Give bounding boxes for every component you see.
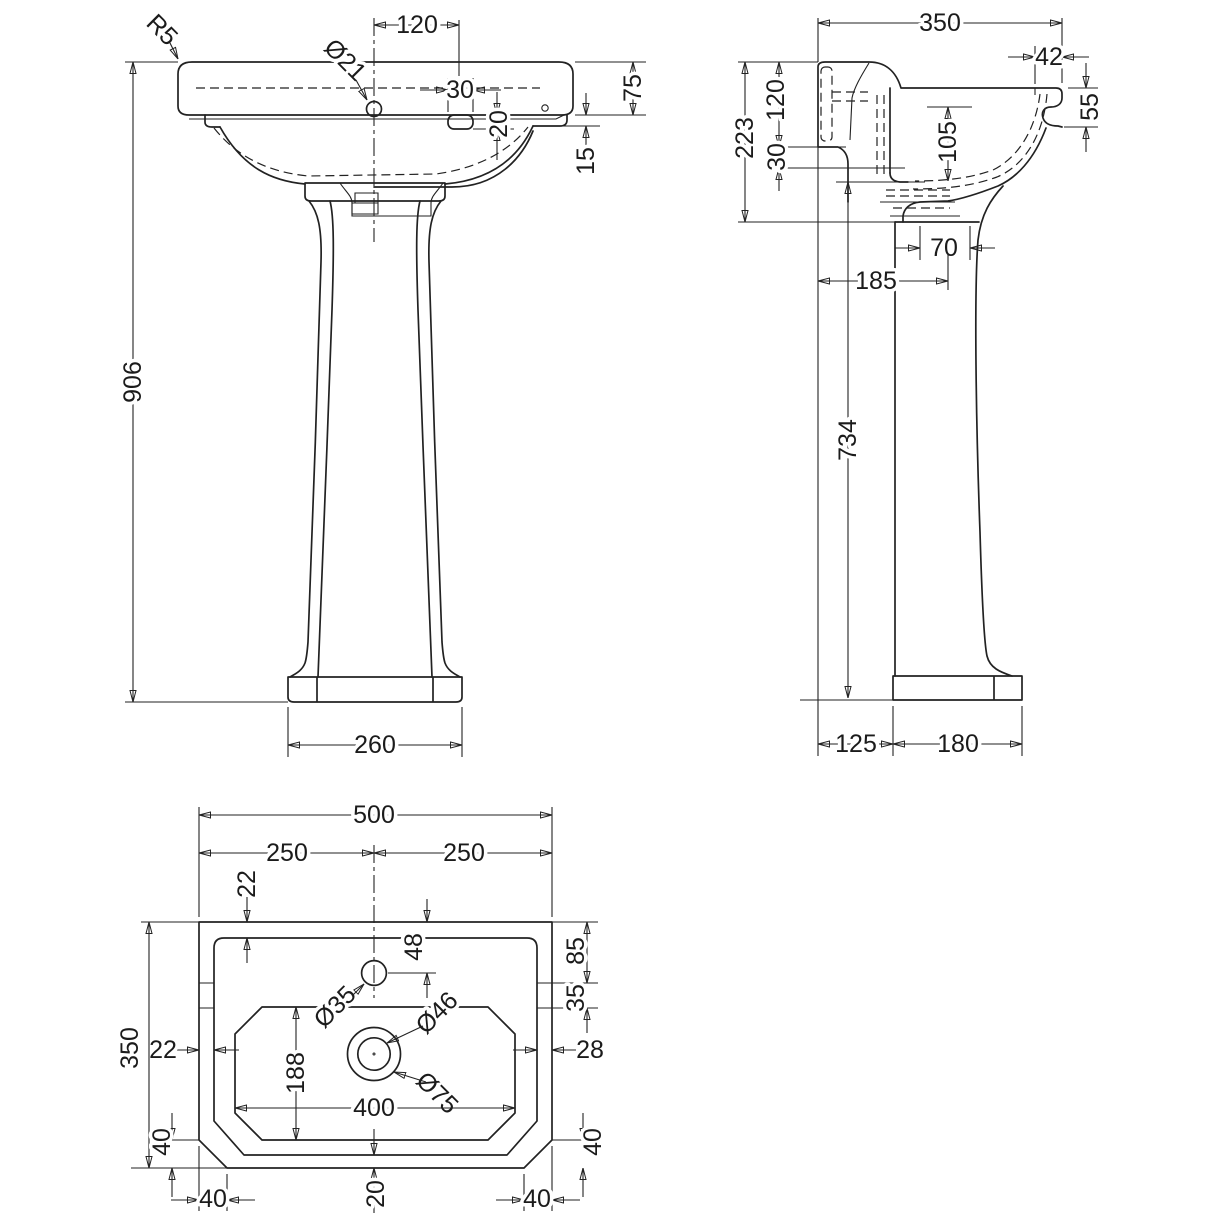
waste-boss-hidden xyxy=(886,189,950,209)
dim-overall-depth: 350 xyxy=(919,9,961,37)
dim-back-step: 30 xyxy=(763,143,791,171)
front-hidden-bowl xyxy=(213,126,529,177)
side-back-wall-foot xyxy=(889,172,909,183)
dim-outlet-width: 70 xyxy=(930,234,958,262)
pedestal-base-front xyxy=(287,676,463,703)
leader-waste-outer xyxy=(394,1072,427,1083)
plan-view: 500 250 250 22 48 85 35 Ø35 Ø46 Ø75 22 2… xyxy=(113,798,611,1217)
side-bowl-underside xyxy=(902,127,1047,223)
label-waste-outer-dia: Ø75 xyxy=(410,1066,463,1119)
plan-inner-rim xyxy=(213,937,538,1156)
leader-waste-inner xyxy=(387,1025,424,1043)
front-bowl-right xyxy=(444,125,534,185)
label-corner-radius: R5 xyxy=(141,9,183,51)
dim-center-left: 250 xyxy=(266,839,308,867)
dim-overflow-depth: 20 xyxy=(485,110,513,138)
leader-tap-dia xyxy=(351,984,364,997)
dim-overall-width: 500 xyxy=(353,801,395,829)
waste-inner-circle xyxy=(356,1036,392,1072)
dim-back-recess: 120 xyxy=(762,79,790,121)
plan-side-notches xyxy=(199,982,552,1009)
front-view: 906 260 120 30 20 15 75 R5 Ø21 xyxy=(116,5,651,762)
dim-left-gap: 22 xyxy=(149,1036,177,1064)
pedestal-funnel xyxy=(339,182,444,217)
dim-chamfer-left-v: 40 xyxy=(148,1128,176,1156)
bracket-hidden-slot xyxy=(820,66,833,142)
dim-drain-offset: 20 xyxy=(362,1180,390,1208)
dim-overflow-offset: 120 xyxy=(396,11,438,39)
plan-bowl-outline xyxy=(234,1006,516,1141)
chain-hole xyxy=(541,104,549,112)
front-right-lip xyxy=(532,114,568,127)
dim-mid-zone: 35 xyxy=(562,984,590,1012)
dim-front-overall-height: 906 xyxy=(119,361,147,403)
front-bowl-left xyxy=(219,126,306,185)
dim-rim-height: 75 xyxy=(619,74,647,102)
pedestal-base-side xyxy=(892,675,1023,701)
hidden-bowl-inner xyxy=(914,93,1041,182)
dim-chamfer-left-h: 40 xyxy=(199,1185,227,1213)
dim-front-ledge: 42 xyxy=(1035,43,1063,71)
leg-left-inner xyxy=(317,200,335,678)
dim-chamfer-right-h: 40 xyxy=(523,1185,551,1213)
leg-right-outer xyxy=(428,200,461,678)
leg-left-outer xyxy=(289,200,322,678)
dim-pedestal-height: 734 xyxy=(834,419,862,461)
side-bracket-shoulder xyxy=(849,62,870,141)
side-basin-outline xyxy=(817,61,1063,148)
dim-center-right: 250 xyxy=(443,839,485,867)
trap-detail xyxy=(351,192,379,215)
dim-base-width: 260 xyxy=(354,731,396,759)
dim-chamfer-right-v: 40 xyxy=(579,1128,607,1156)
dim-bowl-depth-plan: 188 xyxy=(282,1052,310,1094)
leader-r5 xyxy=(170,42,178,59)
label-waste-inner-dia: Ø46 xyxy=(410,986,463,1039)
label-tap-hole-dia: Ø21 xyxy=(318,33,371,86)
pedestal-front xyxy=(974,185,1013,677)
dim-pedestal-base-depth: 180 xyxy=(937,730,979,758)
waste-center-mark xyxy=(372,1052,376,1056)
dim-rim-inset: 22 xyxy=(233,870,261,898)
hidden-bowl-inner2 xyxy=(912,93,1048,190)
dim-back-zone: 85 xyxy=(562,937,590,965)
front-rim-inner-line xyxy=(189,114,565,120)
front-left-lip xyxy=(204,114,221,128)
dim-basin-depth-total: 223 xyxy=(731,117,759,159)
dim-apron-height: 55 xyxy=(1076,93,1104,121)
front-rim-outline xyxy=(177,61,574,116)
dim-plan-depth: 350 xyxy=(116,1027,144,1069)
dim-wall-to-pedestal: 125 xyxy=(835,730,877,758)
label-tap-dia: Ø35 xyxy=(308,980,361,1033)
dim-bowl-width-plan: 400 xyxy=(353,1094,395,1122)
dim-outlet-center: 185 xyxy=(855,267,897,295)
dim-front-lip: 15 xyxy=(572,147,600,175)
dim-right-gap: 28 xyxy=(576,1036,604,1064)
waste-boss xyxy=(880,201,960,217)
overflow-slot xyxy=(447,114,474,130)
dim-tap-from-back: 48 xyxy=(400,933,428,961)
front-deck-curve xyxy=(373,130,534,188)
dim-bowl-depth: 105 xyxy=(934,121,962,163)
pedestal-top-band xyxy=(304,182,446,202)
dim-overflow-width: 30 xyxy=(446,76,474,104)
waste-outer-circle xyxy=(346,1026,402,1082)
leg-right-inner xyxy=(415,200,433,678)
leader-d21 xyxy=(355,79,367,100)
side-view: 350 42 55 223 120 30 105 70 185 734 xyxy=(728,6,1108,762)
side-bracket-flange xyxy=(817,146,849,203)
